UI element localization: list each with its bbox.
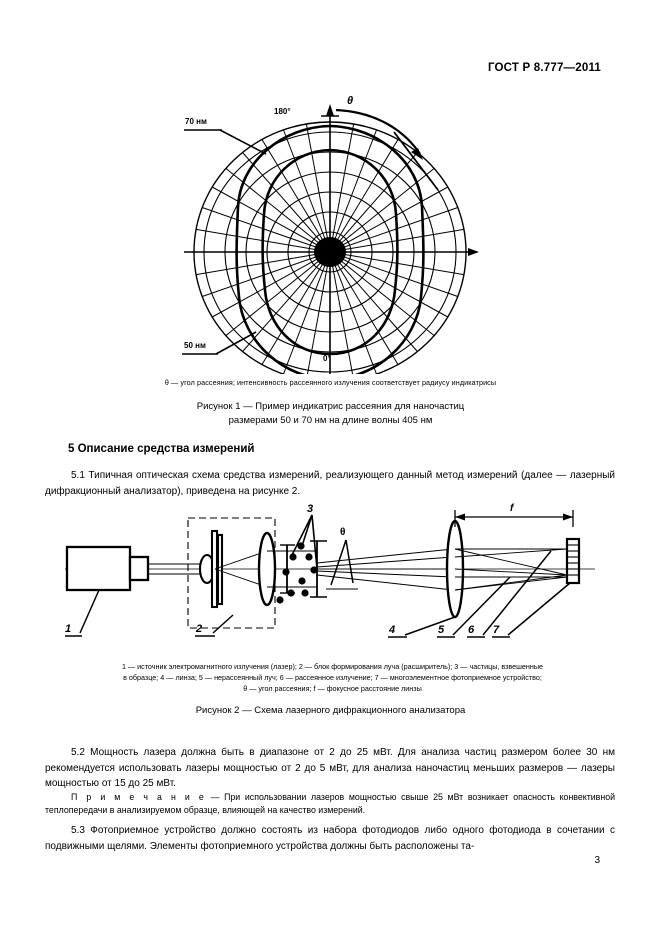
figure-1-caption-line2: размерами 50 и 70 нм на длине волны 405 … — [228, 415, 433, 426]
figure-1-caption: Рисунок 1 — Пример индикатрис рассеяния … — [0, 400, 661, 428]
polar-label-0deg: 0° — [323, 354, 331, 363]
indicatrix-curve-50nm — [235, 124, 425, 374]
page-header: ГОСТ Р 8.777—2011 — [487, 62, 601, 74]
figure-2-legend-line1: 1 — источник электромагнитного излучения… — [121, 662, 544, 671]
note-label: П р и м е ч а н и е — [71, 792, 206, 802]
figure-2-callout-6: 6 — [468, 624, 475, 636]
figure-2-optical-scheme: 1 2 3 4 5 6 7 θ f — [55, 503, 615, 657]
figure-1-polar-indicatrix: 180° 0° 70 нм 50 нм θ — [180, 92, 480, 374]
polar-label-50nm: 50 нм — [184, 341, 206, 350]
section-5-heading: 5 Описание средства измерений — [68, 443, 255, 455]
figure-2-callout-2: 2 — [196, 623, 203, 635]
figure-2-callout-3: 3 — [307, 503, 314, 515]
figure-1-note: θ — угол рассеяния; интенсивность рассея… — [164, 378, 497, 387]
paragraph-5-1: 5.1 Типичная оптическая схема средства и… — [45, 470, 615, 497]
theta-arc — [335, 108, 421, 155]
polar-label-70nm: 70 нм — [185, 117, 207, 126]
figure-2-caption: Рисунок 2 — Схема лазерного дифракционно… — [195, 705, 466, 716]
figure-1-caption-line1: Рисунок 1 — Пример индикатрис рассеяния … — [196, 401, 465, 412]
figure-2-legend: 1 — источник электромагнитного излучения… — [45, 661, 620, 694]
figure-2-callout-5: 5 — [438, 624, 445, 636]
axis-arrow-right — [468, 248, 479, 256]
figure-2-callout-7: 7 — [493, 624, 500, 636]
page-number: 3 — [594, 855, 600, 866]
figure-2-legend-line3: θ — угол рассеяния; f — фокусное расстоя… — [243, 684, 422, 693]
leader-70nm — [219, 129, 267, 155]
figure-2-callout-1: 1 — [65, 623, 72, 635]
paragraph-5-2: 5.2 Мощность лазера должна быть в диапаз… — [45, 747, 615, 789]
paragraph-note: П р и м е ч а н и е — При использовании … — [45, 791, 615, 817]
polar-label-180deg: 180° — [274, 107, 291, 116]
polar-label-theta: θ — [347, 95, 354, 107]
theta-arrow — [411, 148, 423, 160]
leader-50nm — [215, 331, 257, 355]
figure-2-legend-line2: в образце; 4 — линза; 5 — нерассеянный л… — [123, 673, 542, 682]
figure-2-label-theta: θ — [340, 527, 346, 538]
note-body: — При использовании лазеров мощностью св… — [45, 792, 615, 815]
figure-2-callout-4: 4 — [389, 624, 396, 636]
paragraph-5-3: 5.3 Фотоприемное устройство должно состо… — [45, 825, 615, 852]
theta-ray — [393, 131, 439, 191]
figure-2-label-focal-length: f — [510, 503, 514, 514]
axis-arrow-up — [326, 104, 334, 116]
